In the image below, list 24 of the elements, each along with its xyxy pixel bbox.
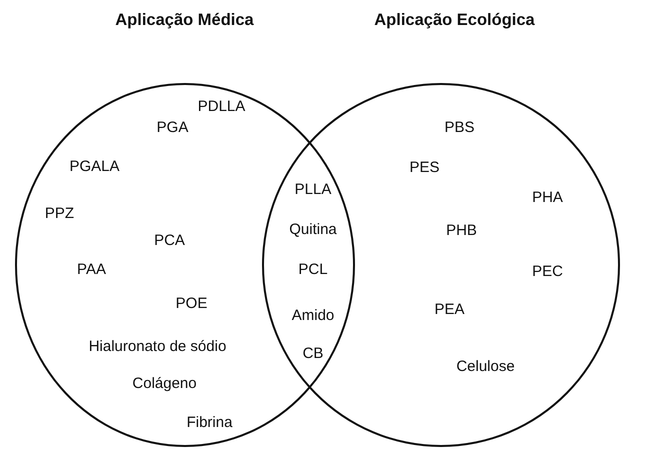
set-item: Colágeno xyxy=(132,375,197,392)
set-item: PES xyxy=(410,159,440,176)
set-item: PGALA xyxy=(69,158,120,175)
set-item: Celulose xyxy=(456,358,515,375)
set-item: PEC xyxy=(532,263,563,280)
shared-item: CB xyxy=(302,346,324,362)
set-item: PHB xyxy=(446,222,477,239)
set-item: PBS xyxy=(444,119,474,136)
set-item: Fibrina xyxy=(186,414,232,431)
shared-item: Amido xyxy=(292,308,334,324)
shared-item: PCL xyxy=(298,262,328,278)
set-item: PPZ xyxy=(44,205,74,222)
set-item: PAA xyxy=(77,261,106,278)
set-item: PHA xyxy=(532,189,563,206)
shared-item: Quitina xyxy=(289,222,337,238)
set-item: POE xyxy=(176,295,208,312)
set-heading: Aplicação Médica xyxy=(115,10,254,29)
set-item: PGA xyxy=(156,119,188,136)
shared-item: PLLA xyxy=(294,182,332,198)
set-heading: Aplicação Ecológica xyxy=(374,10,535,29)
set-item: PDLLA xyxy=(198,98,246,115)
set-item: PEA xyxy=(434,301,464,318)
set-item: Hialuronato de sódio xyxy=(88,338,226,355)
set-item: PCA xyxy=(154,232,185,249)
